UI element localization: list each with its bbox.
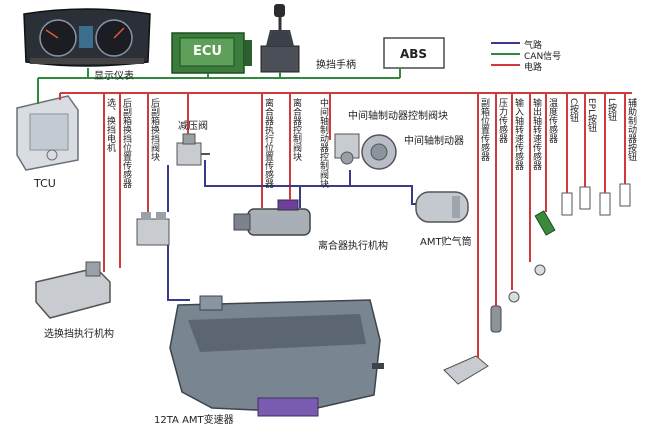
tcu-label: TCU: [34, 177, 56, 190]
sensor-cluster: [443, 183, 631, 385]
instrument-cluster: [23, 8, 151, 67]
countershaft-brake-valve: [334, 133, 360, 165]
ecu-label: ECU: [193, 44, 222, 59]
vlabel-c-button: C按钮: [568, 98, 578, 123]
countershaft-brake: [361, 134, 397, 170]
cs-valve-label: 中间轴制动器控制阀块: [348, 111, 448, 122]
vlabel-rear-pos-sensor: 副箱位置传感器: [479, 98, 489, 161]
air-lines: [167, 160, 416, 301]
vlabel-temp-sensor: 温度传感器: [547, 98, 557, 143]
clutch-actuator-label: 离合器执行机构: [318, 241, 388, 252]
instrument-label: 显示仪表: [94, 71, 134, 82]
transmission-12ta-amt: [169, 295, 384, 417]
clutch-actuator: [233, 199, 311, 236]
vlabel-rear-range-sensor: 后副箱换挡位置传感器: [121, 98, 131, 188]
legend-air: 气路: [524, 41, 543, 51]
abs-unit: [383, 37, 445, 69]
ecu-unit: [171, 32, 252, 74]
tcu-unit: [16, 95, 79, 171]
pressure-relief-valve: [176, 133, 210, 166]
gear-shifter: [260, 4, 300, 73]
vlabel-select-motor: 选、换挡电机: [105, 98, 115, 152]
amt-air-tank: [415, 191, 469, 223]
legend-power: 电路: [524, 63, 543, 73]
pressure-valve-label: 减压阀: [178, 121, 208, 132]
rear-range-valve-block: [136, 212, 170, 246]
air-tank-label: AMT贮气筒: [420, 237, 472, 248]
vlabel-input-speed: 输入轴转速传感器: [513, 98, 523, 170]
shifter-label: 换挡手柄: [316, 60, 356, 71]
vlabel-aux-brake-button: 辅助制动器按钮: [626, 98, 636, 161]
vlabel-clutch-sensor: 离合器执行位置传感器: [263, 98, 273, 188]
vlabel-rear-range-valve: 后副箱换挡阀块: [149, 98, 159, 161]
vlabel-epl-button: EPL按钮: [586, 98, 596, 133]
transmission-label: 12TA AMT变速器: [154, 415, 234, 426]
legend-swatches: [491, 42, 520, 66]
cs-brake-label: 中间轴制动器: [404, 136, 464, 147]
vlabel-l-button: L按钮: [606, 98, 616, 122]
abs-label: ABS: [400, 47, 428, 61]
vlabel-output-speed: 输出轴转速传感器: [531, 98, 541, 170]
power-lines: [59, 92, 632, 358]
shift-actuator-label: 选换挡执行机构: [44, 329, 114, 340]
can-bus-lines: [37, 68, 401, 104]
vlabel-pressure-sensor: 压力传感器: [497, 98, 507, 143]
vlabel-cs-brake-valve: 中间轴制动器控制阀块: [318, 98, 328, 188]
legend-can: CAN信号: [524, 52, 562, 62]
vlabel-clutch-valve: 离合器控制阀块: [291, 98, 301, 161]
shift-actuator: [35, 261, 111, 319]
